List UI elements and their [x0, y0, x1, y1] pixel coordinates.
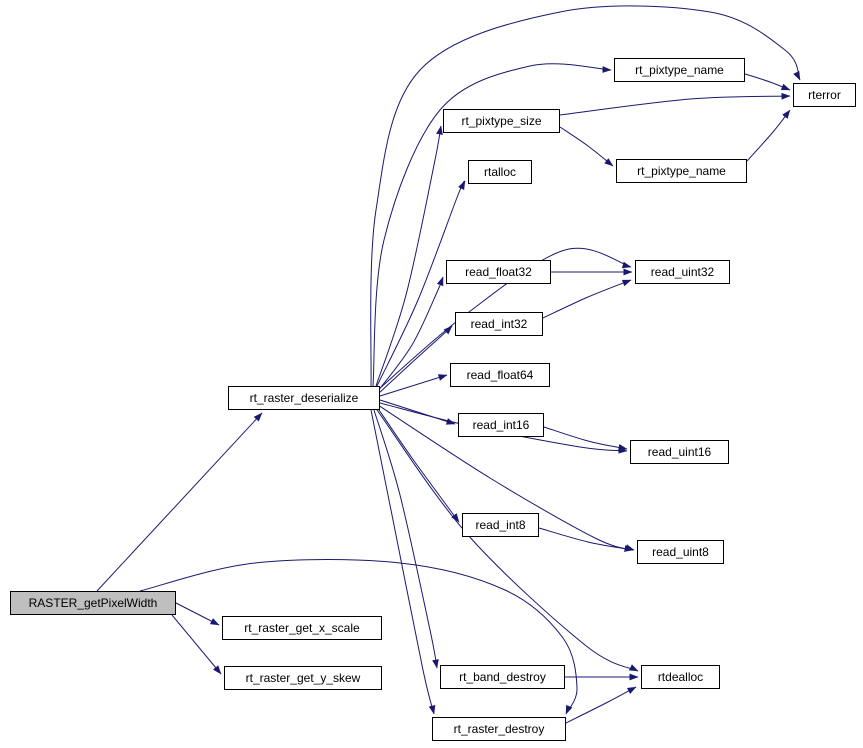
node-read_float32[interactable]: read_float32 [446, 260, 551, 284]
edge-RASTER_getPixelWidth-to-rt_raster_deserialize [96, 412, 263, 592]
edge-rt_pixtype_size-to-rt_pixtype_name_b [559, 126, 614, 167]
edge-read_int8-to-read_uint8 [538, 527, 634, 552]
edge-rt_raster_deserialize-to-rtdealloc [376, 409, 639, 672]
node-rtalloc[interactable]: rtalloc [468, 160, 532, 184]
node-rt_raster_get_x_scale[interactable]: rt_raster_get_x_scale [222, 616, 382, 640]
edge-rt_pixtype_name_a-to-rterror [744, 73, 791, 91]
node-read_uint8[interactable]: read_uint8 [637, 540, 724, 564]
node-read_uint16[interactable]: read_uint16 [630, 440, 729, 464]
node-rt_raster_deserialize[interactable]: rt_raster_deserialize [228, 386, 380, 410]
node-read_int8[interactable]: read_int8 [462, 513, 539, 537]
node-rt_pixtype_size[interactable]: rt_pixtype_size [443, 109, 560, 133]
edge-rt_raster_deserialize-to-read_uint8 [377, 404, 635, 551]
node-rt_raster_destroy[interactable]: rt_raster_destroy [432, 717, 566, 741]
node-rt_pixtype_name_a[interactable]: rt_pixtype_name [614, 58, 745, 82]
node-read_int16[interactable]: read_int16 [458, 413, 544, 437]
edge-rt_raster_deserialize-to-rt_pixtype_name_a [372, 63, 612, 387]
edge-rt_pixtype_size-to-rterror [559, 92, 791, 116]
edge-read_int16-to-read_uint16 [543, 426, 628, 451]
node-read_float64[interactable]: read_float64 [450, 363, 550, 387]
edge-rt_raster_destroy-to-rtdealloc [565, 686, 637, 724]
edge-rt_raster_deserialize-to-read_int32 [378, 325, 453, 394]
edge-rt_pixtype_name_b-to-rterror [746, 109, 791, 162]
edge-RASTER_getPixelWidth-to-rt_raster_get_x_scale [175, 602, 220, 626]
edge-rt_raster_deserialize-to-rt_raster_destroy [370, 409, 436, 715]
edge-rt_raster_deserialize-to-read_int16 [379, 399, 456, 425]
edge-rt_raster_deserialize-to-read_float64 [379, 374, 448, 397]
edge-read_int32-to-read_uint32 [542, 279, 632, 319]
node-rt_pixtype_name_b[interactable]: rt_pixtype_name [616, 159, 747, 183]
edge-RASTER_getPixelWidth-to-rt_raster_get_y_skew [171, 614, 222, 675]
edge-rt_raster_deserialize-to-read_int8 [376, 406, 460, 523]
edge-rt_raster_deserialize-to-rt_pixtype_size [375, 125, 443, 387]
edge-rt_raster_deserialize-to-rt_band_destroy [373, 409, 439, 669]
node-rt_band_destroy[interactable]: rt_band_destroy [440, 665, 565, 689]
node-RASTER_getPixelWidth[interactable]: RASTER_getPixelWidth [10, 591, 176, 615]
node-rt_raster_get_y_skew[interactable]: rt_raster_get_y_skew [224, 666, 382, 690]
edge-rt_raster_deserialize-to-read_float32 [377, 276, 444, 392]
node-read_int32[interactable]: read_int32 [455, 312, 543, 336]
node-rtdealloc[interactable]: rtdealloc [641, 665, 720, 689]
node-read_uint32[interactable]: read_uint32 [635, 260, 730, 284]
edge-RASTER_getPixelWidth-to-rt_raster_destroy [139, 559, 578, 715]
edge-rt_raster_deserialize-to-rtalloc [376, 180, 466, 387]
node-rterror[interactable]: rterror [793, 83, 856, 107]
edge-rt_raster_deserialize-to-rterror [370, 5, 801, 387]
